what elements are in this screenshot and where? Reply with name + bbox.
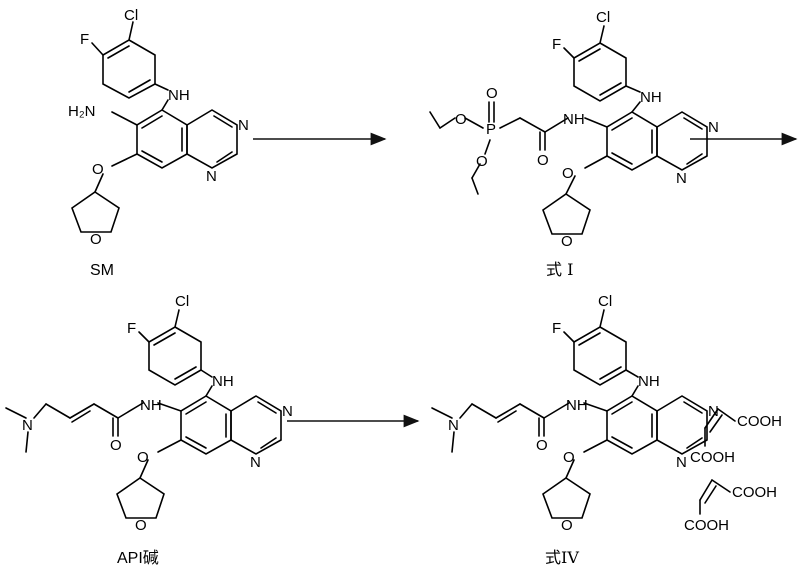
- api-nh-label: NH: [212, 373, 234, 390]
- api-f-label: F: [127, 320, 136, 337]
- maleic1-cooh-top-label: COOH: [737, 413, 782, 430]
- f4-cl-label: Cl: [598, 293, 612, 310]
- f4-nh-label: NH: [638, 373, 660, 390]
- f4-f-label: F: [552, 320, 561, 337]
- molecule-formula-1: [429, 25, 708, 235]
- molecule-formula-4: [431, 309, 736, 519]
- sm-o-ether-label: O: [92, 161, 104, 178]
- f1-p-label: P: [486, 121, 496, 138]
- sm-n1-label: N: [238, 117, 249, 134]
- label-sm: SM: [90, 262, 114, 279]
- api-o-ether-label: O: [137, 449, 149, 466]
- f4-amide-o-label: O: [536, 437, 548, 454]
- sm-nh-label: NH: [168, 87, 190, 104]
- label-formula-4: 式IV: [545, 548, 579, 567]
- f1-f-label: F: [552, 36, 561, 53]
- f1-n1-label: N: [708, 119, 719, 136]
- f1-o-ring-label: O: [561, 233, 573, 250]
- api-cl-label: Cl: [175, 293, 189, 310]
- f1-po-label: O: [486, 85, 498, 102]
- f1-o-ether-label: O: [562, 165, 574, 182]
- f4-o-ring-label: O: [561, 517, 573, 534]
- api-amide-o-label: O: [110, 437, 122, 454]
- f1-cl-label: Cl: [596, 9, 610, 26]
- f4-amide-nh-label: NH: [566, 397, 588, 414]
- maleic2-cooh-top-label: COOH: [732, 484, 777, 501]
- f1-nh-label: NH: [640, 89, 662, 106]
- f4-o-ether-label: O: [563, 449, 575, 466]
- sm-o-ring-label: O: [90, 231, 102, 248]
- f1-oet2-label: O: [476, 153, 488, 170]
- f1-n2-label: N: [676, 170, 687, 187]
- f4-nme2-label: N: [448, 417, 459, 434]
- api-nme2-label: N: [22, 417, 33, 434]
- maleic1-cooh-bottom-label: COOH: [690, 449, 735, 466]
- api-o-ring-label: O: [135, 517, 147, 534]
- sm-f-label: F: [80, 31, 89, 48]
- api-amide-nh-label: NH: [140, 397, 162, 414]
- label-formula-1: 式 I: [546, 260, 573, 279]
- f4-n2-label: N: [676, 454, 687, 471]
- f4-n1-label: N: [708, 403, 719, 420]
- f1-amide-o-label: O: [537, 152, 549, 169]
- sm-h2n-label: H₂N: [68, 103, 96, 120]
- f1-oet1-label: O: [455, 111, 467, 128]
- molecule-sm: [71, 21, 238, 233]
- label-api-base: API碱: [117, 549, 159, 567]
- sm-cl-label: Cl: [124, 7, 138, 24]
- molecule-api-base: [5, 309, 282, 519]
- sm-n2-label: N: [206, 168, 217, 185]
- maleic2-cooh-bottom-label: COOH: [684, 517, 729, 534]
- api-n1-label: N: [282, 403, 293, 420]
- f1-amide-nh-label: NH: [563, 111, 585, 128]
- api-n2-label: N: [250, 454, 261, 471]
